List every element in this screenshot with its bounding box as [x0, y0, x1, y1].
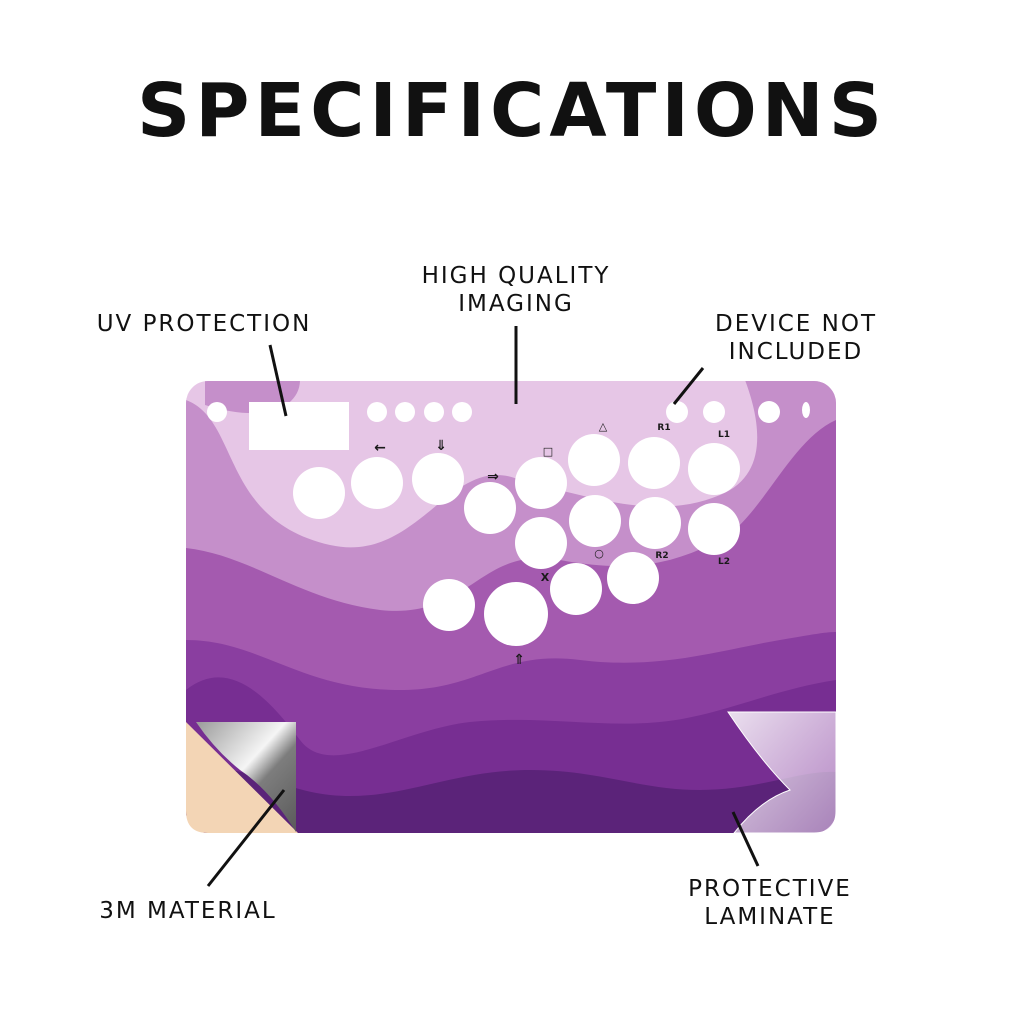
cross-button-icon: X	[541, 571, 550, 584]
l1-label: L1	[718, 430, 730, 440]
3m-material-label: 3M MATERIAL	[99, 898, 277, 924]
laminate-pointer-line	[731, 811, 760, 867]
arcade-panel-skin	[186, 381, 836, 833]
triangle-button-icon: △	[599, 420, 608, 433]
callout-lines	[206, 326, 760, 887]
laminate-film-corner	[727, 711, 837, 834]
page-title: SPECIFICATIONS	[137, 68, 887, 154]
protective-laminate-label: PROTECTIVE LAMINATE	[688, 876, 852, 930]
left-arrow-icon: ←	[374, 440, 386, 456]
circle-button-icon: ○	[594, 547, 604, 560]
down-arrow-icon: ⇓	[435, 438, 447, 454]
layer-deep-violet	[186, 767, 836, 833]
r1-label: R1	[657, 423, 670, 433]
right-arrow-icon: ⇒	[487, 469, 499, 485]
square-button-icon: □	[543, 445, 553, 458]
material-pointer-line	[206, 789, 286, 887]
device-pointer-line	[672, 367, 705, 405]
l2-label: L2	[718, 557, 730, 567]
r2-label: R2	[655, 551, 668, 561]
up-arrow-icon: ⇑	[513, 652, 525, 668]
high-quality-imaging-label: HIGH QUALITY IMAGING	[421, 263, 611, 317]
uv-protection-label: UV PROTECTION	[96, 311, 312, 337]
peeled-corner-backing	[186, 722, 298, 833]
device-not-included-label: DEVICE NOT INCLUDED	[714, 311, 878, 365]
uv-pointer-line	[268, 344, 288, 417]
button-glyphs: ← ⇓ ⇒ ⇑ □ △ ○ X R1 L1 R2 L2	[374, 420, 730, 668]
